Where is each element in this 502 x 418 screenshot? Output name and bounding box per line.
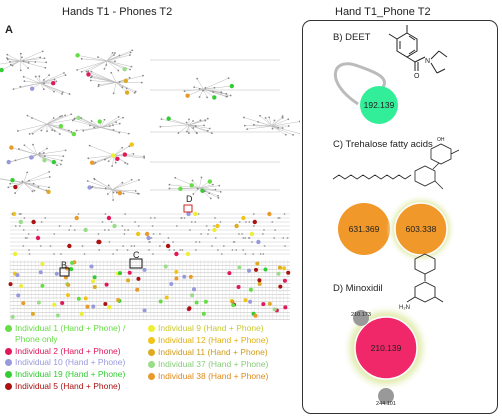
legend-text: Individual 12 (Hand + Phone) <box>158 335 269 345</box>
legend-text: Individual 2 (Hand + Phone) <box>15 346 121 356</box>
legend-dot <box>148 361 155 368</box>
legend-text: Individual 19 (Hand + Phone) <box>15 369 126 379</box>
legend-dot <box>148 349 155 356</box>
molecular-network: D C B <box>0 49 300 320</box>
minoxidil-sat-node-2[interactable] <box>378 388 394 404</box>
legend-dot <box>5 325 12 332</box>
marker-d-label: D <box>186 194 193 204</box>
legend-item-1-cont: Phone only <box>15 334 58 344</box>
legend-text: Individual 5 (Hand + Phone) <box>15 381 121 391</box>
trehalose-node-2[interactable] <box>394 202 448 256</box>
marker-c-box[interactable] <box>129 258 143 269</box>
deet-o-atom: O <box>414 73 420 80</box>
legend: Individual 1 (Hand + Phone) / Phone only… <box>5 323 305 418</box>
minoxidil-sat-label-1: 210.173 <box>351 312 371 318</box>
marker-b-label: B <box>61 260 67 270</box>
legend-text: Individual 38 (Hand + Phone) <box>158 371 269 381</box>
trehalose-node-2-label: 603.338 <box>406 224 437 234</box>
section-trehalose-label: C) Trehalose fatty acids <box>333 139 433 150</box>
legend-item-9: Individual 9 (Hand + Phone) <box>148 323 264 333</box>
legend-item-37: Individual 37 (Hand + Phone) <box>148 359 268 369</box>
legend-text: Individual 1 (Hand + Phone) / <box>15 323 126 333</box>
minoxidil-sat-label-2: 244.101 <box>376 401 396 407</box>
deet-self-loop <box>334 62 386 106</box>
legend-item-12: Individual 12 (Hand + Phone) <box>148 335 268 345</box>
deet-n-atom: N <box>425 58 430 65</box>
legend-dot <box>5 371 12 378</box>
deet-structure-icon <box>388 25 448 74</box>
minoxidil-structure-icon <box>406 253 444 303</box>
section-minoxidil-label: D) Minoxidil <box>333 283 383 294</box>
trehalose-node-1[interactable] <box>338 203 390 255</box>
marker-d-box[interactable] <box>183 204 193 213</box>
legend-item-38: Individual 38 (Hand + Phone) <box>148 371 268 381</box>
legend-item-1: Individual 1 (Hand + Phone) / <box>5 323 125 333</box>
legend-item-10: Individual 10 (Hand + Phone) <box>5 357 125 367</box>
legend-text: Individual 9 (Hand + Phone) <box>158 323 264 333</box>
marker-c-label: C <box>133 250 140 260</box>
minoxidil-main-label: 210.139 <box>371 343 402 353</box>
legend-dot <box>148 325 155 332</box>
network-nodes <box>0 49 300 319</box>
legend-text: Individual 10 (Hand + Phone) <box>15 357 126 367</box>
trehalose-structure-icon <box>332 143 460 190</box>
legend-dot <box>148 337 155 344</box>
section-deet-label: B) DEET <box>333 32 371 43</box>
legend-text: Individual 37 (Hand + Phone) <box>158 359 269 369</box>
deet-node[interactable] <box>360 86 398 124</box>
inset-panel: B) DEET C) Trehalose fatty acids D) Mino… <box>302 20 498 414</box>
legend-item-19: Individual 19 (Hand + Phone) <box>5 369 125 379</box>
network-edges <box>0 50 300 320</box>
legend-dot <box>5 383 12 390</box>
marker-b-box[interactable] <box>59 267 70 277</box>
legend-dot <box>148 373 155 380</box>
panel-a-label: A <box>5 24 13 36</box>
legend-item-5: Individual 5 (Hand + Phone) <box>5 381 121 391</box>
right-panel-title: Hand T1_Phone T2 <box>335 6 431 18</box>
left-panel-title: Hands T1 - Phones T2 <box>62 6 173 18</box>
minoxidil-main-node[interactable] <box>354 316 418 380</box>
minoxidil-sat-node-1[interactable] <box>353 310 369 326</box>
legend-item-11: Individual 11 (Hand + Phone) <box>148 347 268 357</box>
legend-item-2: Individual 2 (Hand + Phone) <box>5 346 121 356</box>
inset-graphics: O N 192.139 OH 631.369 603.338 H₂ <box>332 25 460 407</box>
trehalose-oh-atom: OH <box>437 137 445 143</box>
deet-node-label: 192.139 <box>364 100 395 110</box>
legend-text: Individual 11 (Hand + Phone) <box>158 347 268 357</box>
legend-dot <box>5 348 12 355</box>
trehalose-node-1-label: 631.369 <box>349 224 380 234</box>
minoxidil-h2n-atom: H₂N <box>399 305 410 311</box>
legend-dot <box>5 359 12 366</box>
highlight-markers[interactable]: D C B <box>59 194 193 277</box>
